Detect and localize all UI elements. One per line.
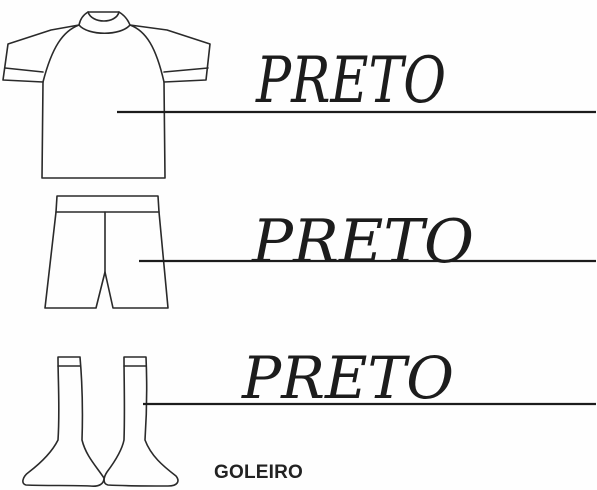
socks-icon xyxy=(22,356,179,487)
goleiro-label: GOLEIRO xyxy=(214,462,304,483)
shirt-icon xyxy=(2,11,211,179)
shirt-color-value: PRETO xyxy=(255,44,446,118)
shorts-color-value: PRETO xyxy=(251,207,474,277)
socks-color-value: PRETO xyxy=(241,344,454,412)
shorts-icon xyxy=(44,195,169,309)
